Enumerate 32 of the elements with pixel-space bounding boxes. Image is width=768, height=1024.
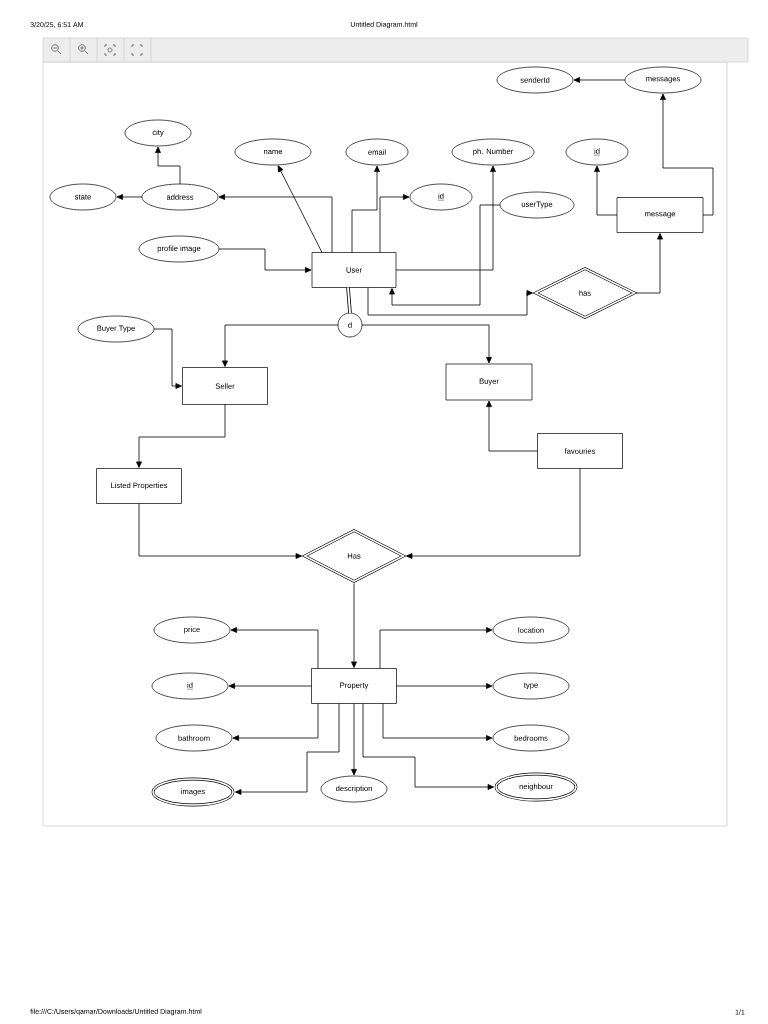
connector [406,468,581,559]
connector [351,583,357,668]
connector [232,703,319,741]
connector [155,146,181,185]
connector [594,165,618,216]
connector [396,683,493,689]
connector [346,286,352,314]
connector [351,165,380,253]
connector [367,287,533,316]
connector [361,324,492,364]
connector [486,400,538,452]
connector [153,328,182,389]
connector [636,233,663,294]
connector [136,404,226,468]
connector [218,248,312,273]
connector [362,703,494,790]
connector [218,194,333,253]
connector [379,194,410,253]
connector [395,165,496,271]
connector [382,703,493,741]
connector [235,703,340,795]
connector [138,503,302,559]
connector [389,204,501,306]
connector [379,627,493,669]
connector [222,324,339,367]
connector [230,627,319,669]
connector [277,165,323,253]
connector [351,703,357,776]
connector [228,683,312,689]
connector [573,77,626,83]
connector [116,194,143,200]
connector [660,93,714,216]
